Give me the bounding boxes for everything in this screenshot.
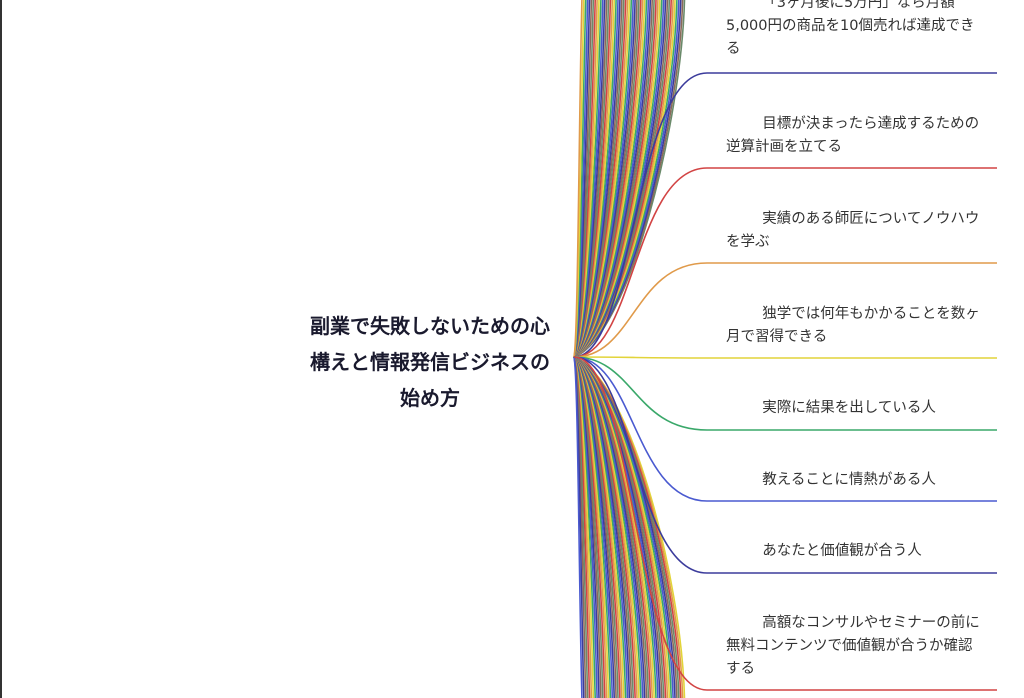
node-2[interactable]: 実績のある師匠についてノウハウを学ぶ	[726, 211, 980, 250]
branch-link-0	[573, 72, 997, 358]
node-7[interactable]: 高額なコンサルやセミナーの前に無料コンテンツで価値観が合うか確認する	[726, 615, 980, 677]
root-topic[interactable]: 副業で失敗しないための心構えと情報発信ビジネスの始め方	[310, 314, 550, 410]
branch-link-offscreen	[573, 0, 583, 358]
branch-link-7	[573, 356, 997, 691]
node-0[interactable]: 「3ヶ月後に5万円」なら月額5,000円の商品を10個売れば達成できる	[726, 0, 975, 57]
branch-link-4	[573, 356, 997, 431]
node-3[interactable]: 独学では何年もかかることを数ヶ月で習得できる	[726, 306, 980, 345]
branch-link-offscreen	[573, 356, 583, 698]
branch-link-1	[573, 167, 997, 358]
node-6[interactable]: あなたと価値観が合う人	[762, 543, 922, 559]
branch-link-2	[573, 262, 997, 358]
branch-link-3	[573, 356, 997, 359]
branch-link-5	[573, 356, 997, 502]
node-5[interactable]: 教えることに情熱がある人	[762, 472, 936, 488]
branch-link-6	[573, 356, 997, 574]
node-1[interactable]: 目標が決まったら達成するための逆算計画を立てる	[726, 116, 980, 155]
node-4[interactable]: 実際に結果を出している人	[762, 400, 936, 416]
